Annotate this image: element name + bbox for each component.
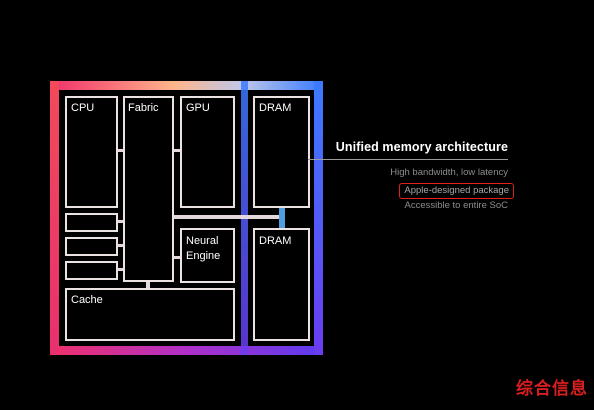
dram-bottom-label: DRAM	[259, 235, 291, 247]
gpu-label: GPU	[186, 102, 210, 114]
info-line-accessible: Accessible to entire SoC	[404, 200, 509, 211]
info-line-bandwidth: High bandwidth, low latency	[390, 167, 508, 178]
cache-block	[65, 288, 235, 341]
small-block-2	[65, 237, 118, 256]
neural-engine-block	[180, 228, 235, 283]
small-block-3	[65, 261, 118, 280]
neural-label-line2: Engine	[186, 250, 220, 262]
gpu-block	[180, 96, 235, 208]
fabric-block	[123, 96, 174, 282]
info-panel: Unified memory architecture High bandwid…	[308, 140, 514, 213]
dram-top-block	[253, 96, 310, 208]
dram-bottom-block	[253, 228, 310, 341]
neural-label-line1: Neural	[186, 235, 218, 247]
cpu-block	[65, 96, 118, 208]
connectors	[117, 149, 281, 289]
fabric-label: Fabric	[128, 102, 159, 114]
dram-top-label: DRAM	[259, 102, 291, 114]
dram-connector	[279, 205, 285, 230]
info-line-package-highlighted: Apple-designed package	[399, 183, 514, 199]
cache-label: Cache	[71, 294, 103, 306]
cpu-label: CPU	[71, 102, 94, 114]
watermark: 综合信息	[516, 379, 588, 398]
info-title: Unified memory architecture	[308, 140, 508, 160]
small-block-1	[65, 213, 118, 232]
